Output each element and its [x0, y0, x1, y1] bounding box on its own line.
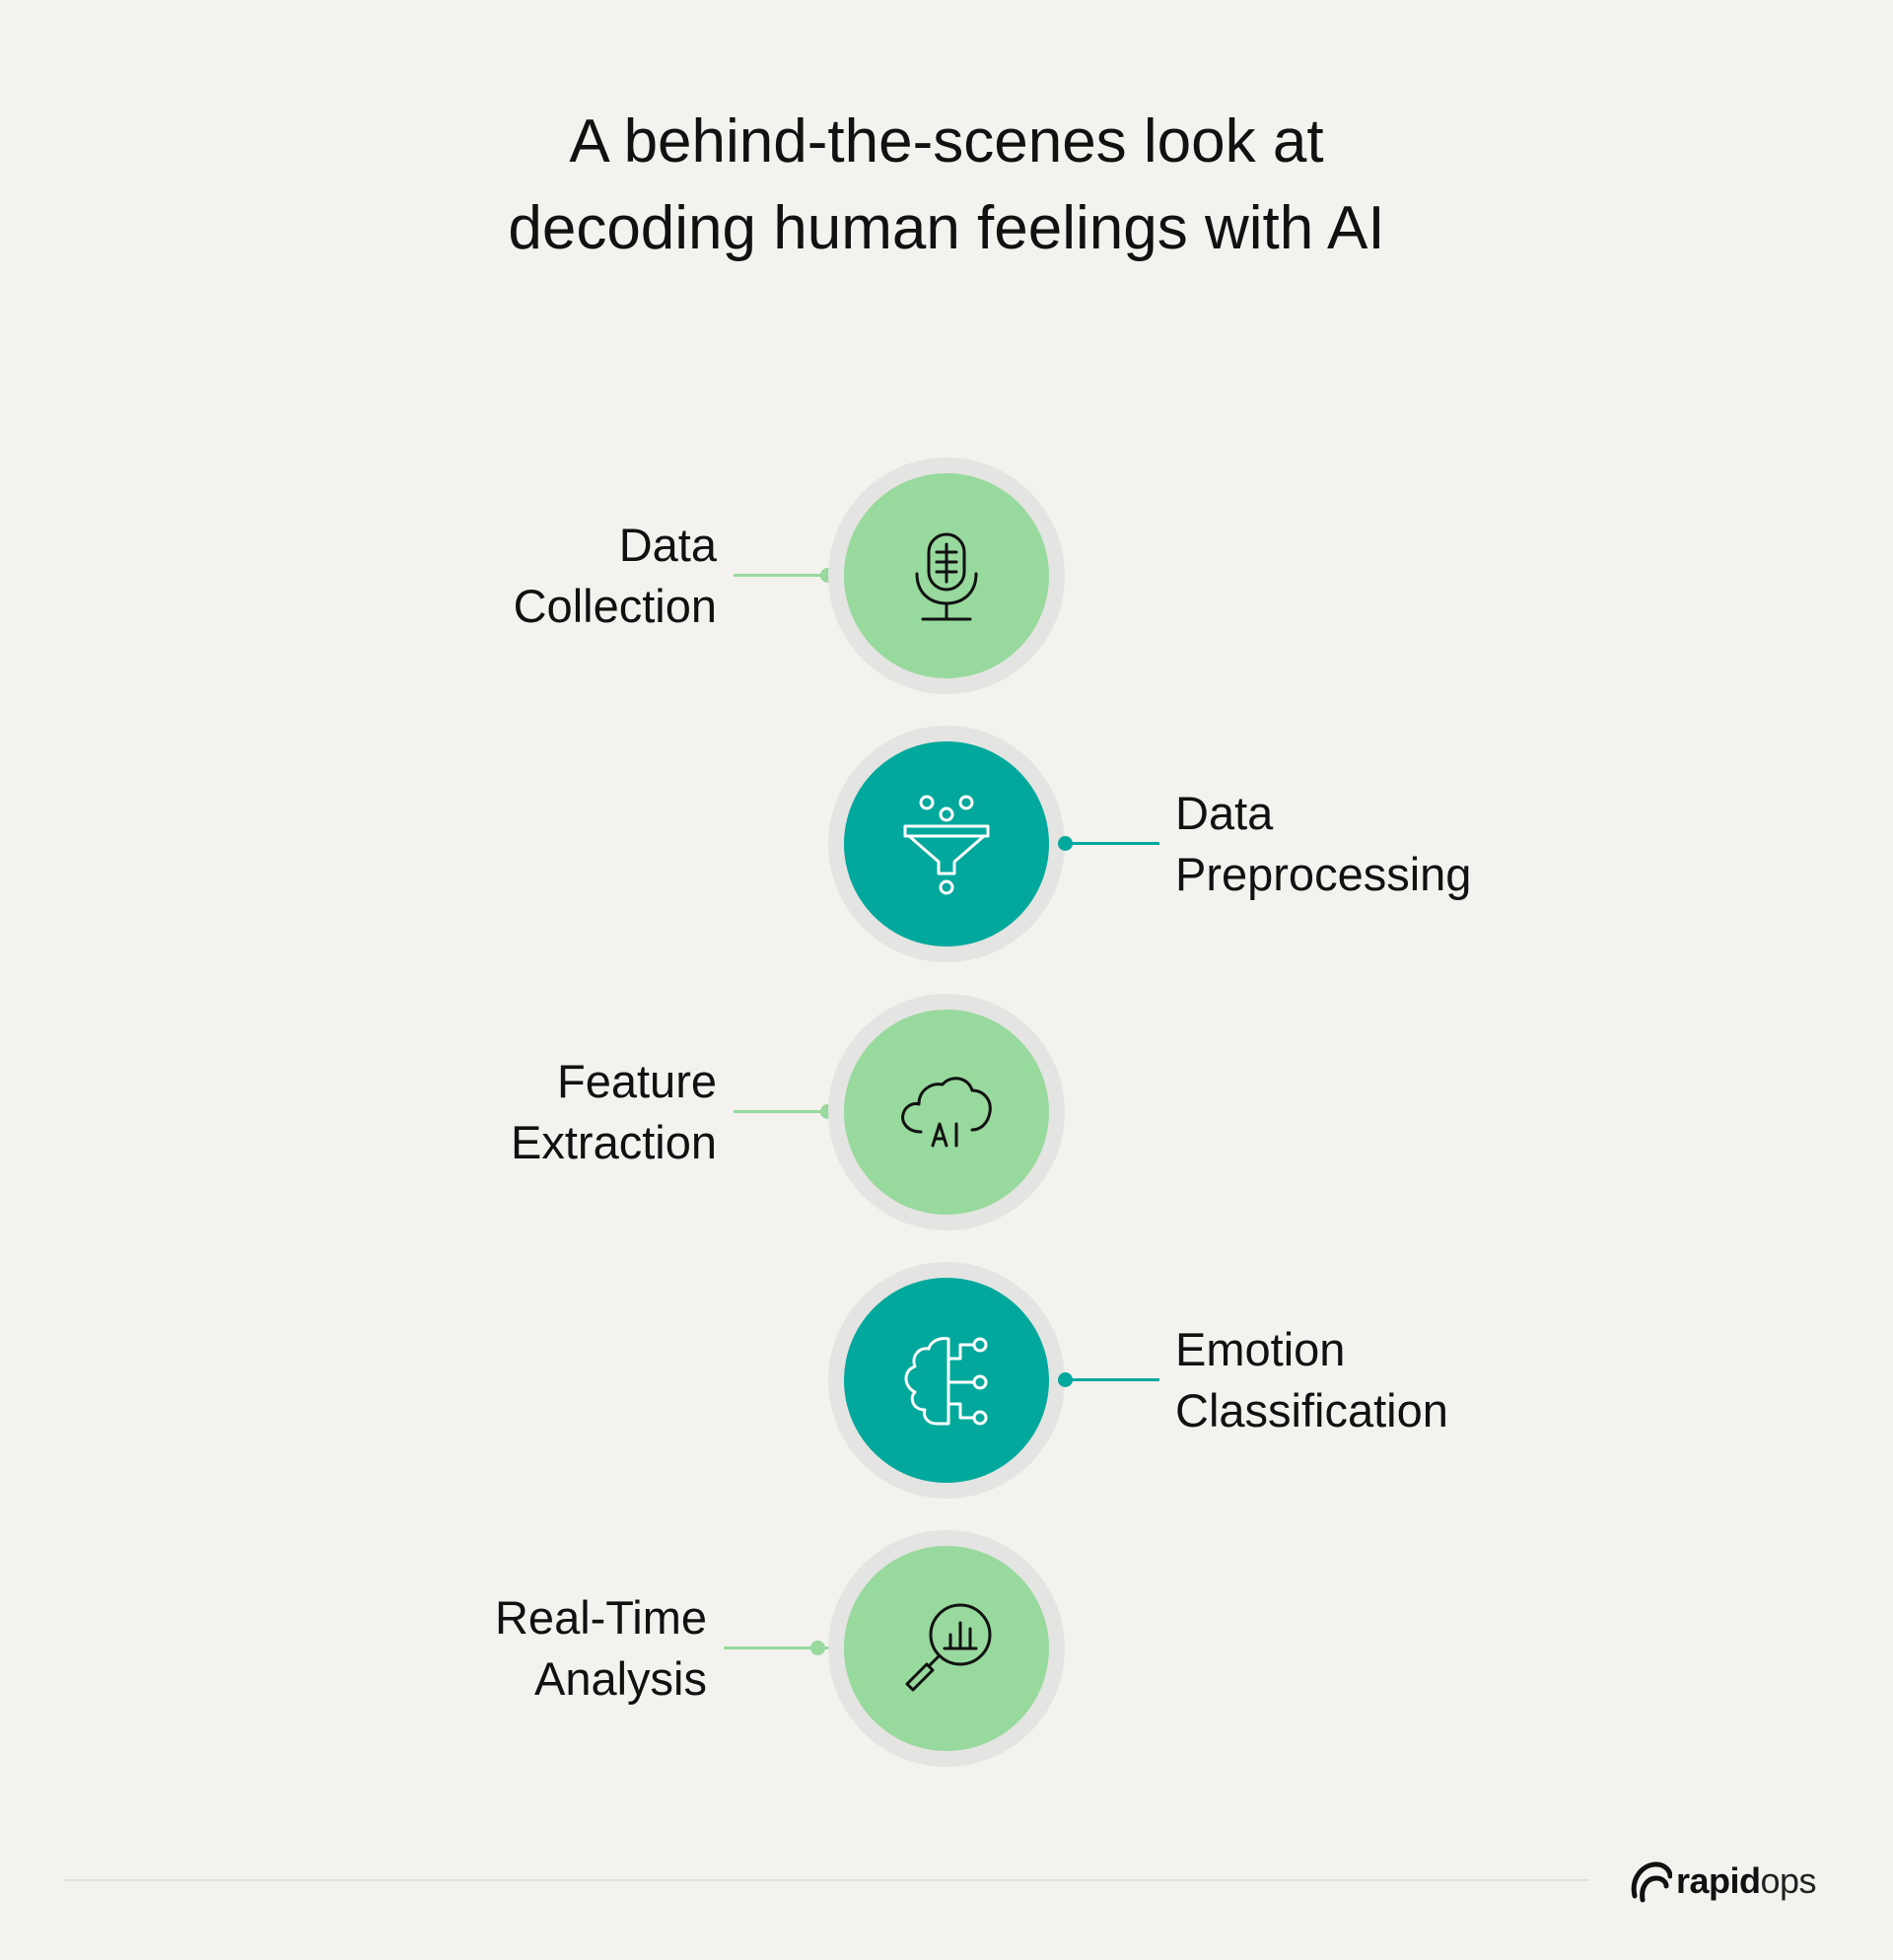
connector-line [1065, 842, 1159, 845]
funnel-icon [903, 795, 990, 895]
magnifier-chart-icon [905, 1603, 992, 1692]
step-label-line-1: Emotion [1175, 1323, 1346, 1375]
step-label: Feature Extraction [511, 1051, 717, 1173]
step-circle [844, 1546, 1049, 1751]
step-label: Data Collection [514, 515, 717, 637]
step-data-collection: Data Collection [0, 457, 1893, 694]
step-label-line-2: Classification [1175, 1384, 1448, 1436]
step-data-preprocessing: Data Preprocessing [0, 726, 1893, 962]
step-label-line-1: Feature [557, 1055, 717, 1107]
step-real-time-analysis: Real-Time Analysis [0, 1530, 1893, 1767]
step-circle [844, 741, 1049, 946]
footer-divider [63, 1879, 1589, 1881]
connector-line [734, 574, 828, 577]
logo-text-bold: rapid [1676, 1860, 1761, 1901]
page-title: A behind-the-scenes look at decoding hum… [0, 99, 1893, 272]
step-label-line-1: Data [618, 519, 717, 571]
step-label-line-1: Data [1175, 787, 1274, 839]
logo-text-light: ops [1760, 1860, 1817, 1901]
connector-line [724, 1646, 828, 1649]
step-label-line-2: Extraction [511, 1116, 717, 1168]
ai-cloud-icon [901, 1077, 992, 1148]
title-line-1: A behind-the-scenes look at [569, 107, 1324, 175]
microphone-icon [915, 532, 978, 621]
title-line-2: decoding human feelings with AI [508, 194, 1385, 262]
connector-line [734, 1110, 828, 1113]
connector-line [1065, 1378, 1159, 1381]
step-label: Emotion Classification [1175, 1319, 1448, 1441]
step-label-line-2: Analysis [533, 1652, 707, 1705]
step-circle [844, 473, 1049, 678]
step-circle [844, 1278, 1049, 1483]
step-label: Real-Time Analysis [495, 1587, 707, 1710]
step-emotion-classification: Emotion Classification [0, 1262, 1893, 1499]
rapidops-logo: rapidops [1627, 1855, 1817, 1907]
step-circle [844, 1010, 1049, 1215]
step-label-line-1: Real-Time [494, 1591, 707, 1644]
rapidops-logo-text: rapidops [1676, 1855, 1817, 1907]
step-label-line-2: Preprocessing [1175, 848, 1472, 900]
step-feature-extraction: Feature Extraction [0, 994, 1893, 1230]
step-label-line-2: Collection [513, 580, 717, 632]
connector-dot [810, 1641, 825, 1655]
step-label: Data Preprocessing [1175, 783, 1471, 905]
brain-circuit-icon [904, 1337, 988, 1426]
rapidops-logo-icon [1631, 1861, 1672, 1903]
